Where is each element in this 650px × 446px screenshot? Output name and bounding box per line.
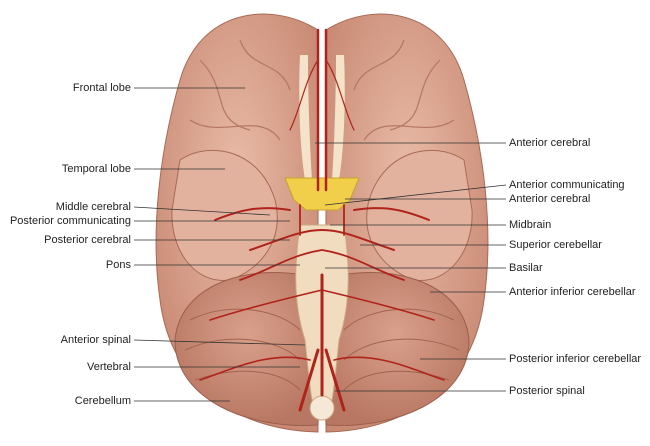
label-basilar: Basilar: [509, 262, 543, 274]
label-frontal-lobe: Frontal lobe: [72, 82, 131, 94]
leader-line: [133, 339, 306, 346]
label-anterior-cerebral: Anterior cerebral: [509, 137, 591, 149]
leader-line: [133, 206, 271, 216]
label-cerebellum: Cerebellum: [74, 395, 131, 407]
label-posterior-inferior-cerebellar: Posterior inferior cerebellar: [509, 353, 642, 365]
leader-lines: [133, 87, 507, 402]
label-anterior-communicating: Anterior communicating: [509, 179, 625, 191]
label-anterior-inferior-cerebellar: Anterior inferior cerebellar: [509, 286, 636, 298]
label-superior-cerebellar: Superior cerebellar: [509, 239, 602, 251]
label-midbrain: Midbrain: [509, 219, 552, 231]
label-vertebral: Vertebral: [86, 361, 131, 373]
label-posterior-communicating: Posterior communicating: [9, 215, 131, 227]
leader-line: [324, 184, 507, 206]
optic-chiasm: [284, 177, 360, 211]
label-posterior-spinal: Posterior spinal: [509, 385, 585, 397]
arteries: [199, 28, 445, 412]
label-temporal-lobe: Temporal lobe: [61, 163, 131, 175]
label-anterior-cerebral: Anterior cerebral: [509, 193, 591, 205]
olfactory-tracts: [299, 55, 345, 180]
cerebellum: [174, 272, 470, 427]
label-middle-cerebral: Middle cerebral: [55, 201, 131, 213]
label-posterior-cerebral: Posterior cerebral: [44, 234, 131, 246]
label-pons: Pons: [105, 259, 131, 271]
spinal-cord-section: [309, 395, 335, 421]
label-anterior-spinal: Anterior spinal: [60, 334, 131, 346]
